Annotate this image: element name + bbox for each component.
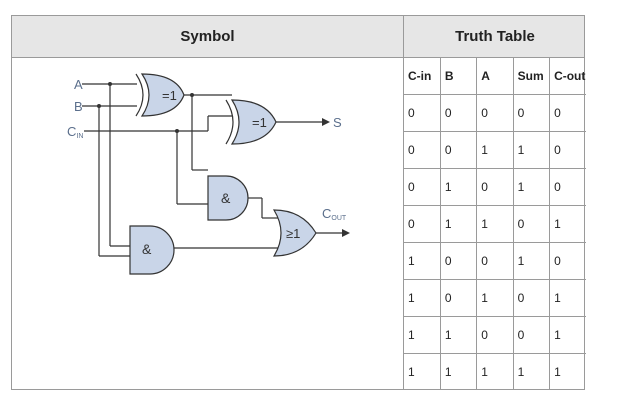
table-cell: 0: [439, 242, 478, 280]
table-cell: 0: [512, 94, 551, 132]
output-cout-label: COUT: [322, 206, 347, 222]
col-header-sum: Sum: [512, 58, 551, 95]
truth-table-header-row: C-in B A Sum C-out: [404, 58, 586, 95]
xor-gate-2: =1: [225, 99, 277, 145]
sum-arrow-icon: [322, 118, 330, 126]
table-row: 1 0 0 1 0: [404, 242, 586, 280]
junction-cin: [175, 129, 179, 133]
table-row: 0 0 0 0 0: [404, 94, 586, 132]
figure-frame: Symbol Truth Table: [11, 15, 586, 390]
table-row: 1 0 1 0 1: [404, 279, 586, 317]
table-cell: 0: [404, 94, 441, 132]
junction-a: [108, 82, 112, 86]
table-cell: 0: [439, 131, 478, 169]
table-row: 1 1 1 1 1: [404, 353, 586, 390]
symbol-header: Symbol: [180, 28, 235, 45]
table-cell: 1: [439, 168, 478, 206]
table-cell: 1: [476, 279, 514, 317]
input-b-label: B: [74, 99, 83, 114]
table-cell: 1: [549, 316, 586, 354]
table-cell: 0: [549, 168, 586, 206]
table-cell: 0: [476, 94, 514, 132]
table-cell: 1: [404, 316, 441, 354]
table-cell: 0: [549, 242, 586, 280]
table-cell: 1: [404, 242, 441, 280]
junction-b: [97, 104, 101, 108]
table-cell: 0: [512, 205, 551, 243]
junction-xor1: [190, 93, 194, 97]
table-row: 0 0 1 1 0: [404, 131, 586, 169]
junctions: [97, 82, 194, 133]
table-cell: 1: [476, 353, 514, 390]
truth-table-header: Truth Table: [455, 28, 535, 45]
table-row: 0 1 1 0 1: [404, 205, 586, 243]
table-cell: 0: [404, 168, 441, 206]
table-cell: 0: [476, 316, 514, 354]
table-row: 1 1 0 0 1: [404, 316, 586, 354]
table-cell: 0: [549, 94, 586, 132]
col-header-b: B: [439, 58, 478, 95]
cout-arrow-icon: [342, 229, 350, 237]
col-header-cin: C-in: [404, 58, 441, 95]
full-adder-circuit: =1 =1 & & ≥1 A B CIN S COUT: [67, 73, 350, 275]
and1-label: &: [221, 190, 231, 206]
table-cell: 0: [512, 316, 551, 354]
output-sum-label: S: [333, 115, 342, 130]
table-cell: 0: [512, 279, 551, 317]
table-cell: 0: [476, 242, 514, 280]
table-cell: 1: [512, 353, 551, 390]
input-a-label: A: [74, 77, 83, 92]
table-cell: 1: [549, 353, 586, 390]
or-label: ≥1: [286, 226, 300, 241]
col-header-a: A: [476, 58, 514, 95]
and2-label: &: [142, 241, 152, 257]
table-cell: 0: [549, 131, 586, 169]
wires: [82, 83, 342, 257]
input-cin-label: CIN: [67, 124, 83, 140]
table-cell: 1: [549, 205, 586, 243]
table-cell: 0: [476, 168, 514, 206]
table-cell: 1: [404, 279, 441, 317]
table-cell: 1: [476, 205, 514, 243]
xor2-label: =1: [252, 115, 267, 130]
or-gate: ≥1: [272, 209, 317, 257]
table-row: 0 1 0 1 0: [404, 168, 586, 206]
column-divider: [403, 16, 404, 389]
table-cell: 1: [512, 242, 551, 280]
header-row: Symbol Truth Table: [12, 16, 584, 58]
xor-gate-1: =1: [135, 73, 185, 117]
table-cell: 0: [439, 279, 478, 317]
table-cell: 0: [439, 94, 478, 132]
and-gate-2: &: [129, 225, 175, 275]
table-cell: 1: [512, 168, 551, 206]
table-cell: 1: [476, 131, 514, 169]
col-header-cout: C-out: [549, 58, 586, 95]
and-gate-1: &: [207, 175, 249, 221]
table-cell: 0: [404, 131, 441, 169]
truth-table: C-in B A Sum C-out 0 0 0 0 0 0 0 1 1 0 0…: [404, 58, 586, 390]
table-cell: 0: [404, 205, 441, 243]
table-cell: 1: [439, 316, 478, 354]
table-cell: 1: [549, 279, 586, 317]
table-cell: 1: [439, 353, 478, 390]
table-cell: 1: [439, 205, 478, 243]
table-cell: 1: [512, 131, 551, 169]
xor1-label: =1: [162, 88, 177, 103]
table-cell: 1: [404, 353, 441, 390]
